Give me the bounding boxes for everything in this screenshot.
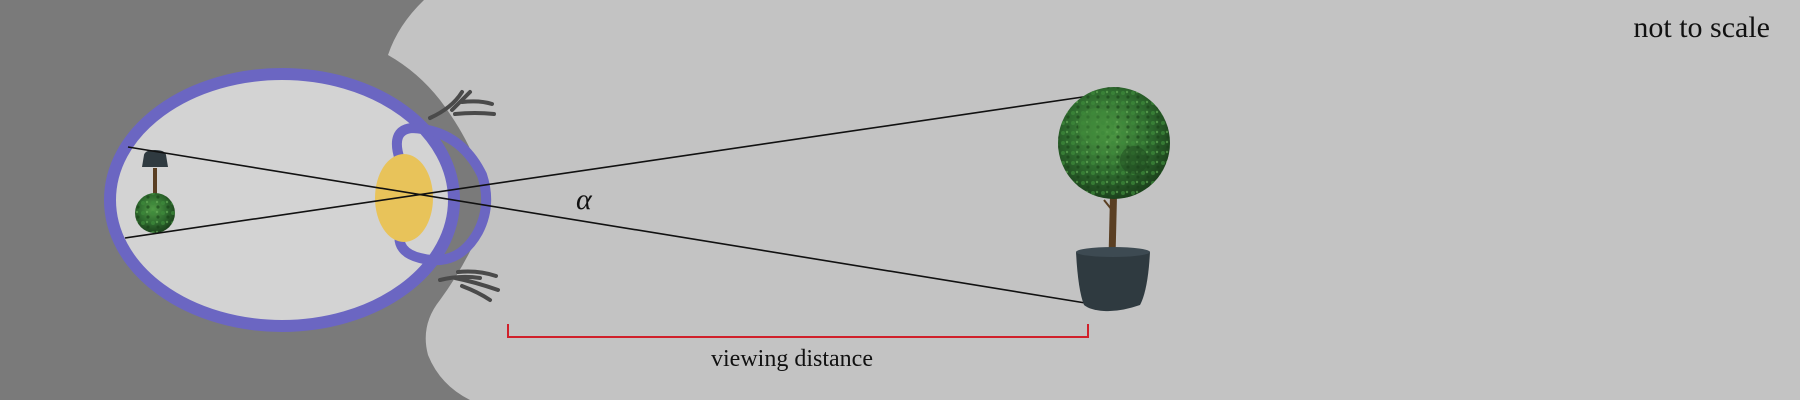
- inverted-tree-image-icon: [135, 150, 175, 233]
- distance-bracket: [507, 324, 1089, 338]
- lens: [375, 154, 433, 242]
- potted-tree-icon: [1058, 87, 1170, 312]
- ray-bottom-to-top: [124, 92, 1111, 239]
- pot: [1076, 252, 1150, 312]
- angle-alpha-label: α: [576, 183, 593, 216]
- cornea-outline: [392, 122, 492, 266]
- lower-eyelash-icon: [438, 269, 500, 302]
- upper-eyelash-icon: [428, 90, 496, 120]
- viewing-distance-label: viewing distance: [711, 346, 873, 372]
- not-to-scale-note: not to scale: [1633, 11, 1770, 44]
- ray-top-to-bottom: [127, 146, 1111, 308]
- light-rays: [124, 92, 1111, 308]
